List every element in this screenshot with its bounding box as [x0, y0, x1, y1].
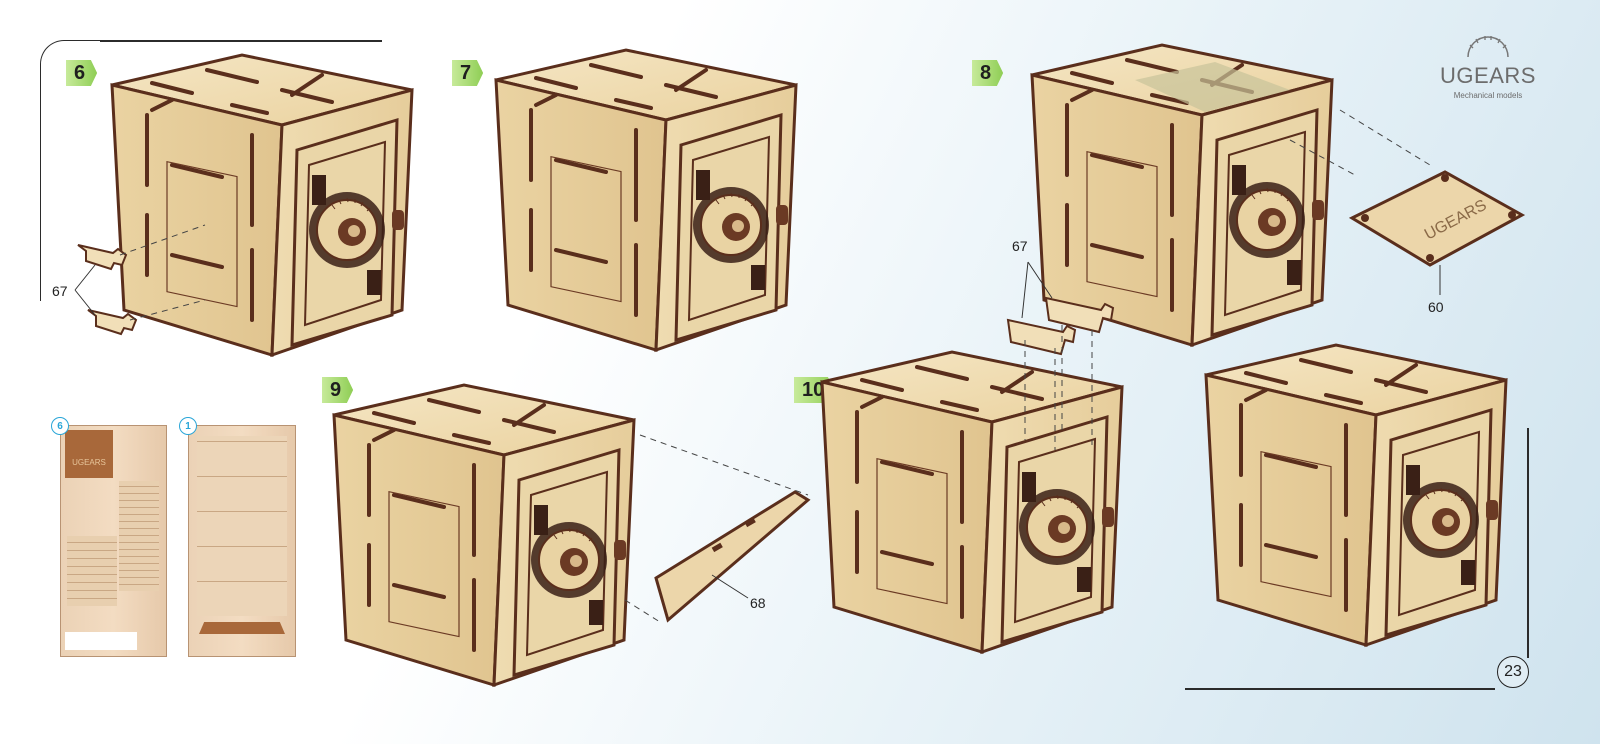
sheet-label-box	[65, 632, 137, 650]
sheet-small-parts	[67, 536, 117, 606]
step10-part-67	[1006, 261, 1115, 450]
step-badge-9: 9	[322, 377, 354, 403]
step-badge-6: 6	[66, 60, 98, 86]
frame-corner-top-left	[40, 40, 101, 301]
plywood-sheet-1	[188, 425, 296, 657]
step6-part-67	[74, 224, 206, 336]
frame-line-right	[1527, 428, 1529, 658]
step7-cube	[494, 48, 798, 352]
sheet-cut-part	[199, 622, 285, 634]
sheet-badge-1: 1	[179, 417, 197, 435]
brand-tagline: Mechanical models	[1453, 91, 1523, 100]
frame-line-bottom	[1185, 688, 1495, 690]
sheet-brown-panel: UGEARS	[65, 430, 113, 478]
part-label-67-step6: 67	[52, 283, 68, 299]
step-number: 8	[972, 60, 1004, 86]
ugears-logo: UGEARS Mechanical models	[1432, 36, 1544, 100]
step-badge-8: 8	[972, 60, 1004, 86]
plywood-sheet-6: UGEARS	[60, 425, 167, 657]
sheet-outline-parts	[197, 436, 287, 616]
step-number: 6	[66, 60, 98, 86]
step8-part-60: UGEARS	[1289, 109, 1526, 295]
step-number: 7	[452, 60, 484, 86]
final-cube	[1204, 343, 1508, 647]
brand-name: UGEARS	[1440, 63, 1536, 88]
step9-cube	[332, 383, 636, 687]
page-number: 23	[1497, 656, 1529, 688]
step8-top-panel-slot	[1135, 62, 1290, 112]
step9-part-68	[624, 434, 811, 623]
part-label-68: 68	[750, 595, 766, 611]
frame-line-top	[100, 40, 382, 42]
step10-cube	[820, 350, 1124, 654]
part-label-67-step10: 67	[1012, 238, 1028, 254]
step6-cube	[110, 53, 414, 357]
step-number: 9	[322, 377, 354, 403]
sheet-panel-logo: UGEARS	[72, 458, 106, 467]
part-label-60: 60	[1428, 299, 1444, 315]
sheet-small-parts	[119, 481, 159, 591]
sheet-badge-6: 6	[51, 417, 69, 435]
gear-logo-icon	[1467, 36, 1509, 58]
step-badge-7: 7	[452, 60, 484, 86]
